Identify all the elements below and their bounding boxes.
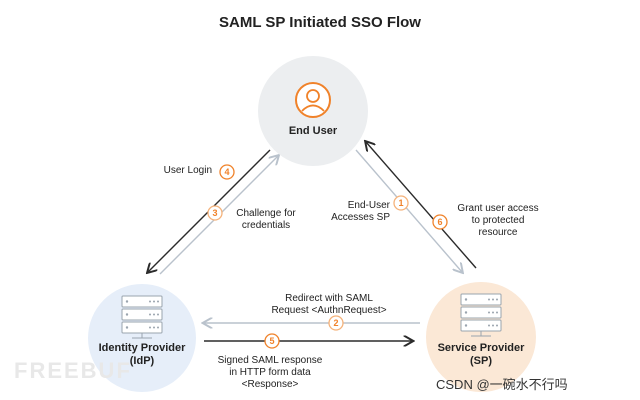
step-badge-4 bbox=[219, 164, 235, 180]
step-3-label-line2: credentials bbox=[241, 220, 291, 231]
step-2-label-line2: Request <AuthnRequest> bbox=[271, 305, 387, 316]
sp-label-line2: (SP) bbox=[470, 355, 492, 367]
step-2-number: 2 bbox=[333, 318, 339, 328]
step-6-label-line3: resource bbox=[478, 227, 518, 238]
step-badge-6 bbox=[432, 214, 448, 230]
step-badge-3 bbox=[207, 205, 223, 221]
sp-node: Service Provider (SP) bbox=[426, 282, 536, 392]
step-5-number: 5 bbox=[269, 336, 275, 346]
server-icon bbox=[121, 295, 163, 339]
end-user-label: End User bbox=[288, 125, 338, 137]
step-5-label-line1: Signed SAML response bbox=[217, 355, 323, 366]
step-2-label-line1: Redirect with SAML bbox=[285, 293, 373, 304]
step-5-label-line2: in HTTP form data bbox=[229, 367, 311, 378]
arrow-access-sp bbox=[355, 149, 462, 272]
end-user-node: End User bbox=[258, 56, 368, 166]
idp-node: Identity Provider (IdP) bbox=[88, 284, 196, 392]
step-badge-2 bbox=[328, 315, 344, 331]
step-3-number: 3 bbox=[212, 208, 218, 218]
step-6-label-line1: Grant user access bbox=[457, 203, 539, 214]
idp-label-line2: (IdP) bbox=[129, 355, 155, 367]
step-3-label-line1: Challenge for bbox=[236, 208, 296, 219]
step-badge-5 bbox=[264, 333, 280, 349]
csdn-credit: CSDN @一碗水不行吗 bbox=[436, 377, 568, 392]
step-1-label-line1: End-User bbox=[347, 200, 390, 211]
page-title: SAML SP Initiated SSO Flow bbox=[219, 14, 421, 31]
step-badge-1 bbox=[393, 195, 409, 211]
sp-label-line1: Service Provider bbox=[437, 342, 525, 354]
idp-label-line1: Identity Provider bbox=[98, 342, 186, 354]
step-5-label-line3: <Response> bbox=[241, 379, 299, 390]
step-1-label-line2: Accesses SP bbox=[331, 212, 390, 223]
arrow-grant-access bbox=[366, 142, 477, 269]
step-6-number: 6 bbox=[437, 217, 443, 227]
user-icon bbox=[295, 82, 331, 118]
server-icon bbox=[460, 293, 502, 337]
step-4-label: User Login bbox=[163, 165, 212, 176]
step-6-label-line2: to protected bbox=[471, 215, 525, 226]
step-1-number: 1 bbox=[398, 198, 404, 208]
freebuf-watermark: FREEBUF bbox=[14, 358, 132, 383]
step-4-number: 4 bbox=[224, 167, 230, 177]
